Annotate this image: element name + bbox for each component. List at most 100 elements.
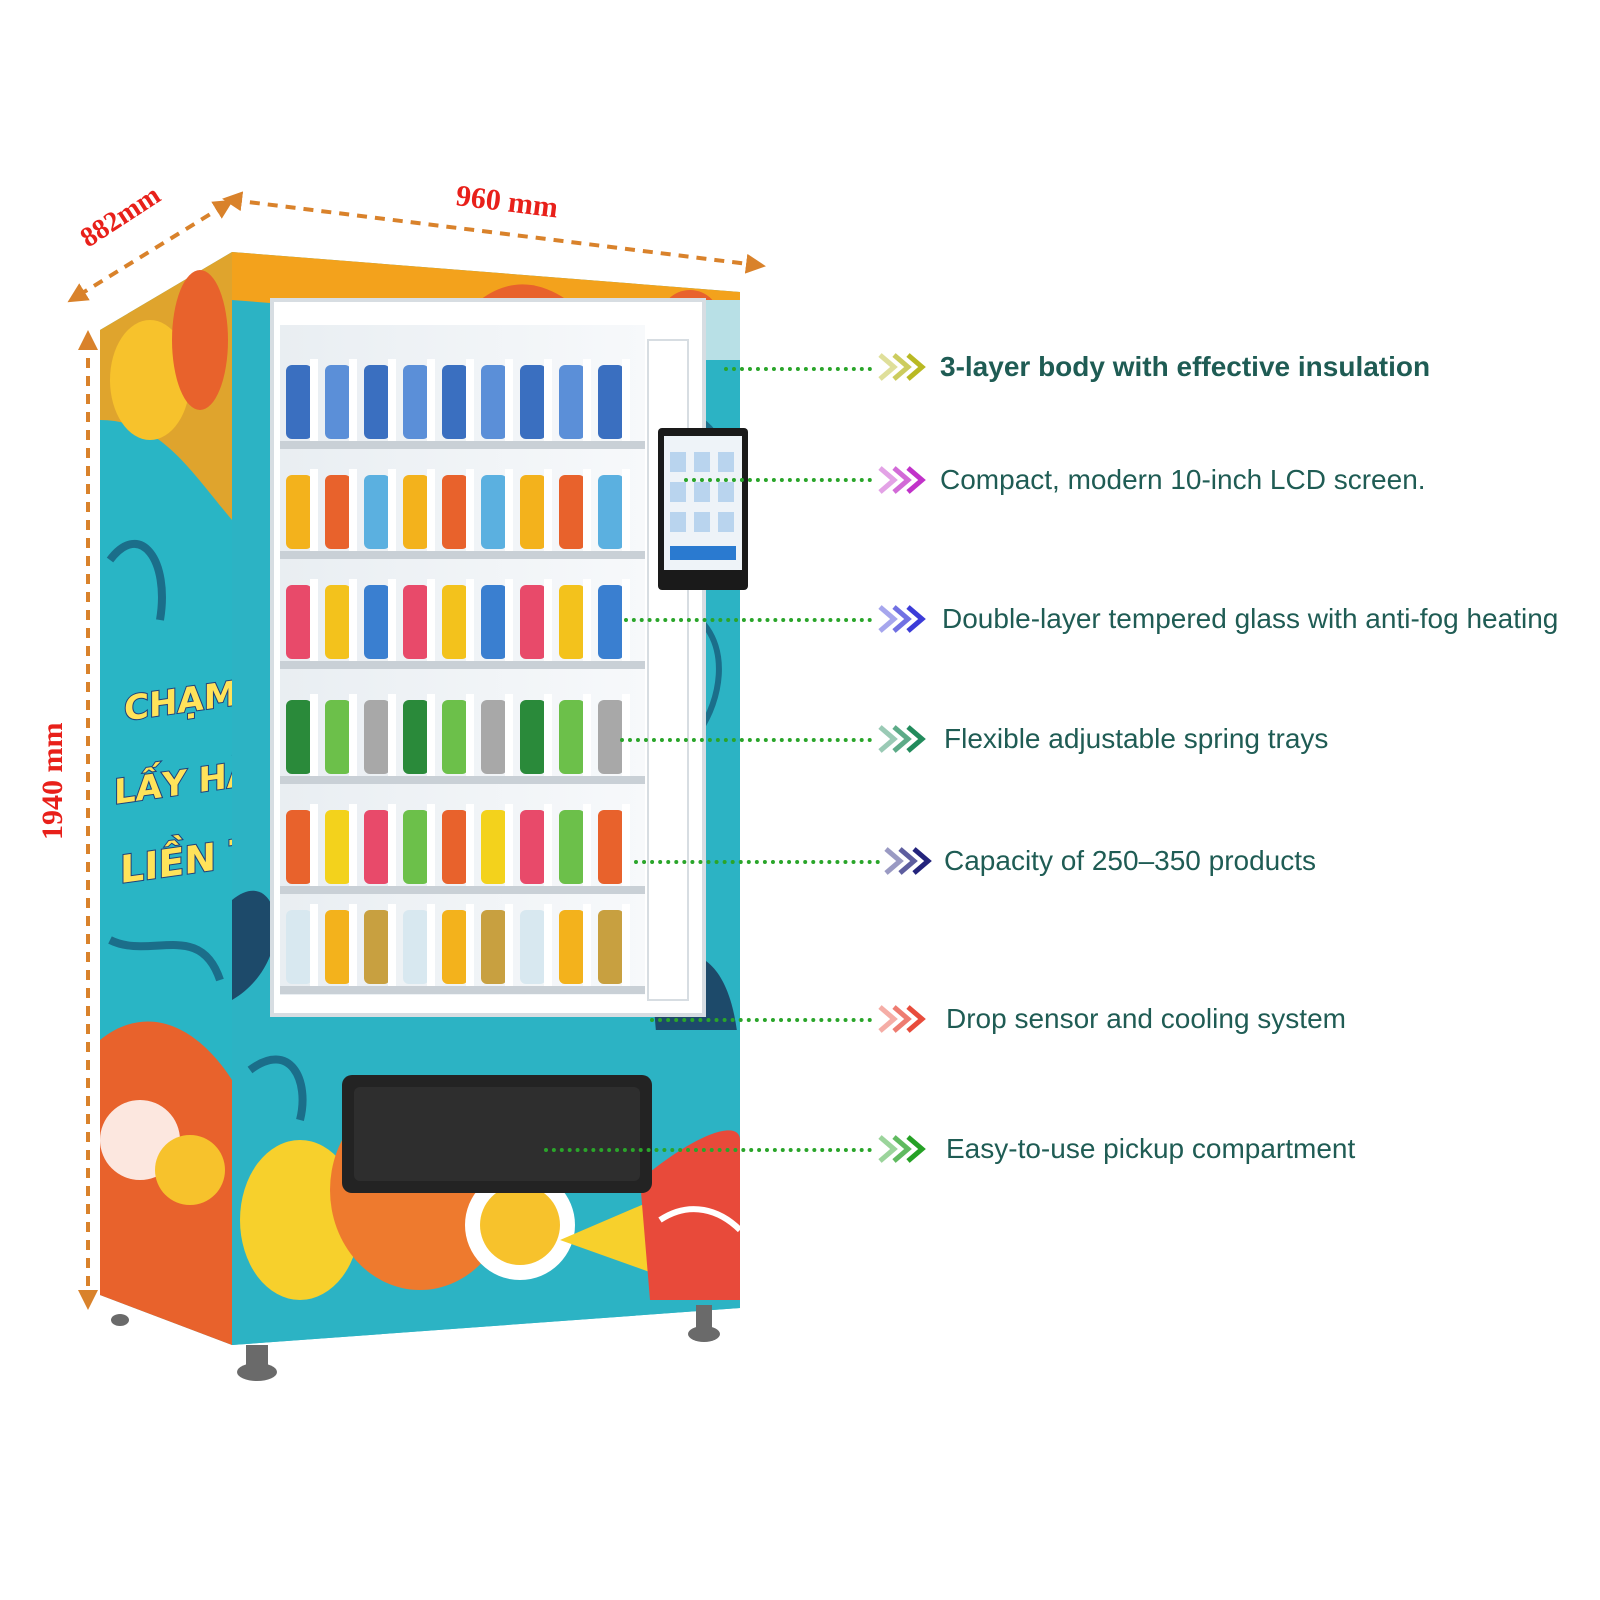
spring-divider [466, 359, 474, 445]
shelf-tray [280, 441, 645, 449]
chevron-icon [912, 847, 932, 875]
chevron-icon [892, 605, 912, 633]
product-item [520, 475, 546, 549]
spring-divider [388, 904, 396, 990]
leader-line-lcd [684, 478, 872, 482]
dimension-arrows [67, 191, 766, 1310]
spring-divider [466, 804, 474, 890]
spring-divider [583, 804, 591, 890]
product-item [325, 810, 351, 884]
chevron-icon [906, 605, 926, 633]
side-panel [100, 252, 232, 1345]
machine-feet [111, 1305, 720, 1381]
product-item [364, 910, 390, 984]
product-item [286, 475, 312, 549]
chevron-icon [878, 725, 898, 753]
product-item [364, 475, 390, 549]
spring-divider [388, 359, 396, 445]
chevron-icon [878, 353, 898, 381]
chevron-icon [906, 1005, 926, 1033]
feature-label-capacity: Capacity of 250–350 products [944, 845, 1317, 876]
spring-divider [505, 904, 513, 990]
spring-divider [583, 469, 591, 555]
chevron-icon [892, 1005, 912, 1033]
spring-divider [622, 694, 630, 780]
spring-divider [622, 469, 630, 555]
spring-divider [310, 904, 318, 990]
product-item [481, 700, 507, 774]
spring-divider [583, 359, 591, 445]
spring-divider [505, 579, 513, 665]
leader-line-trays [620, 738, 872, 742]
chevron-arrows-icon [878, 1135, 926, 1163]
product-item [481, 475, 507, 549]
spring-divider [622, 579, 630, 665]
product-item [286, 365, 312, 439]
shelf-tray [280, 551, 645, 559]
feature-label-pickup: Easy-to-use pickup compartment [946, 1133, 1356, 1164]
product-item [325, 365, 351, 439]
spring-divider [583, 694, 591, 780]
leader-line-glass [624, 618, 872, 622]
product-item [520, 910, 546, 984]
feature-label-insulation: 3-layer body with effective insulation [940, 351, 1431, 382]
product-shelves [280, 359, 645, 994]
product-item [286, 810, 312, 884]
product-item [442, 365, 468, 439]
spring-divider [388, 579, 396, 665]
product-item [559, 700, 585, 774]
spring-divider [427, 359, 435, 445]
spring-divider [427, 579, 435, 665]
spring-divider [427, 804, 435, 890]
spring-divider [427, 694, 435, 780]
spring-divider [310, 359, 318, 445]
product-item [403, 365, 429, 439]
product-item [598, 910, 624, 984]
product-item [325, 910, 351, 984]
product-item [481, 910, 507, 984]
lcd-screen [658, 428, 748, 590]
chevron-icon [906, 353, 926, 381]
leader-line-pickup [544, 1148, 872, 1152]
product-item [520, 365, 546, 439]
chevron-icon [878, 1005, 898, 1033]
feature-label-lcd-screen: Compact, modern 10-inch LCD screen. [940, 464, 1426, 495]
product-item [559, 910, 585, 984]
glass-window [270, 298, 706, 1017]
spring-divider [505, 359, 513, 445]
shelf-tray [280, 886, 645, 894]
chevron-arrows-icon [878, 466, 926, 494]
product-item [481, 585, 507, 659]
product-item [403, 700, 429, 774]
chevron-icon [892, 1135, 912, 1163]
product-item [442, 585, 468, 659]
chevron-arrows-icon [878, 725, 926, 753]
feature-label-spring-trays: Flexible adjustable spring trays [944, 723, 1329, 754]
chevron-arrows-icon [884, 847, 932, 875]
spring-divider [622, 804, 630, 890]
shelf-tray [280, 776, 645, 784]
feature-label-drop-sensor: Drop sensor and cooling system [946, 1003, 1346, 1034]
spring-divider [427, 469, 435, 555]
chevron-icon [878, 466, 898, 494]
spring-divider [505, 469, 513, 555]
pickup-compartment [342, 1075, 652, 1193]
product-item [481, 365, 507, 439]
product-item [403, 910, 429, 984]
spring-divider [622, 904, 630, 990]
chevron-icon [898, 847, 918, 875]
product-item [559, 810, 585, 884]
chevron-icon [906, 1135, 926, 1163]
shelf-tray [280, 986, 645, 994]
spring-divider [310, 579, 318, 665]
chevron-icon [892, 353, 912, 381]
product-item [442, 700, 468, 774]
chevron-icon [906, 466, 926, 494]
product-item [520, 810, 546, 884]
spring-divider [349, 469, 357, 555]
spring-divider [310, 469, 318, 555]
product-item [442, 910, 468, 984]
leader-line-insulation [724, 367, 872, 371]
spring-divider [466, 469, 474, 555]
